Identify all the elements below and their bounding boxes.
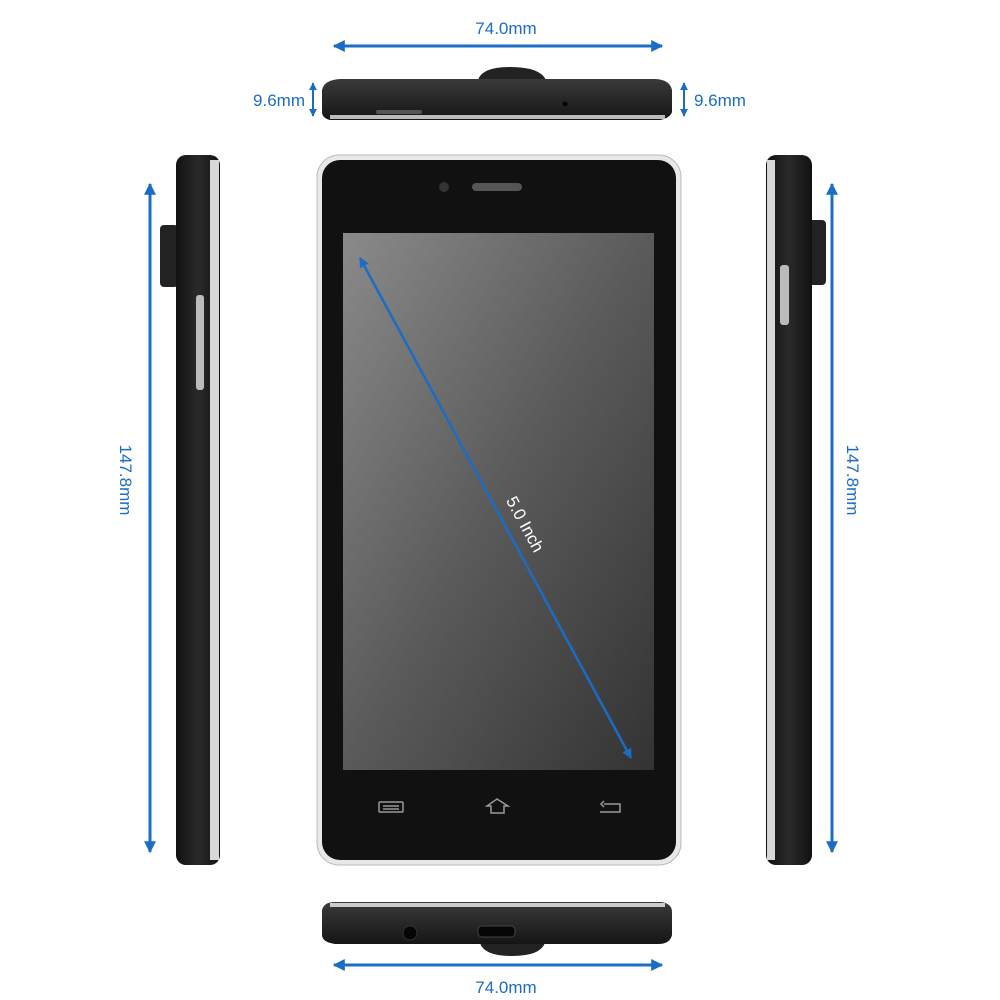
bottom-width-label: 74.0mm — [475, 978, 536, 997]
back-icon[interactable] — [599, 800, 621, 813]
height-label-left: 147.8mm — [116, 445, 135, 516]
earpiece-speaker — [472, 183, 522, 191]
height-label-right: 147.8mm — [843, 445, 862, 516]
phone-left-side-view — [160, 155, 220, 865]
phone-right-side-view — [766, 155, 826, 865]
phone-top-view — [322, 67, 672, 120]
menu-icon[interactable] — [378, 801, 404, 813]
thickness-label-right: 9.6mm — [694, 91, 746, 110]
thickness-label-left: 9.6mm — [253, 91, 305, 110]
phone-bottom-view — [322, 902, 672, 956]
headphone-jack — [402, 925, 418, 941]
phone-front-view — [316, 154, 682, 866]
front-camera — [439, 182, 449, 192]
top-width-label: 74.0mm — [475, 19, 536, 38]
diagonal-arrow — [358, 257, 633, 759]
usb-port — [477, 925, 516, 938]
home-icon[interactable] — [484, 798, 511, 814]
